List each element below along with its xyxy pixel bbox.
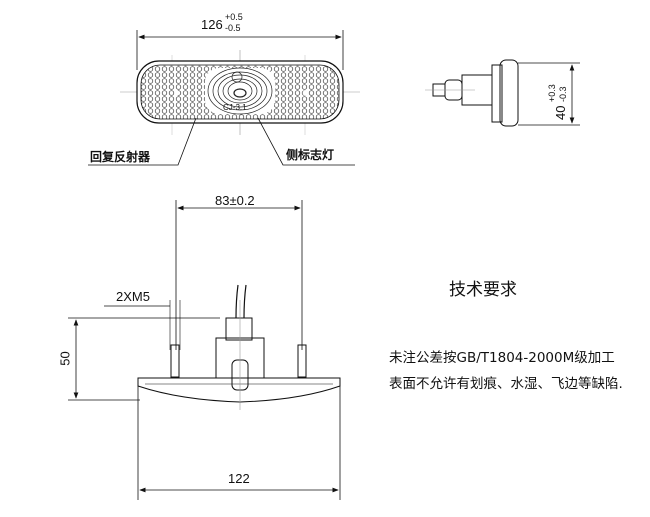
- requirement-line-2: 表面不允许有划痕、水湿、飞边等缺陷.: [389, 376, 623, 392]
- side-marker-leader: [257, 117, 355, 166]
- height-50: 50: [57, 351, 73, 366]
- top-view: [88, 30, 360, 166]
- height-dim-value: 40: [553, 105, 568, 120]
- thread-spec: 2XM5: [116, 289, 150, 304]
- height-tol-lower: -0.3: [558, 86, 568, 102]
- width-tol-lower: -0.5: [225, 23, 241, 33]
- requirements-title: 技术要求: [449, 280, 517, 300]
- height-dimension: 40 +0.3 -0.3: [547, 64, 568, 124]
- base-width: 122: [228, 471, 250, 486]
- width-tol-upper: +0.5: [225, 12, 243, 22]
- front-view: [68, 200, 341, 500]
- width-dimension: 126: [201, 17, 223, 32]
- side-marker-label: 侧标志灯: [286, 148, 335, 162]
- reflector-label: 回复反射器: [90, 150, 151, 164]
- emboss-text: CJ-3.1: [223, 103, 247, 112]
- side-view: [425, 59, 580, 127]
- requirement-line-1: 未注公差按GB/T1804-2000M级加工: [389, 350, 615, 366]
- reflector-leader: [88, 117, 197, 166]
- stud-spacing: 83±0.2: [215, 193, 255, 208]
- height-tol-upper: +0.3: [547, 84, 557, 102]
